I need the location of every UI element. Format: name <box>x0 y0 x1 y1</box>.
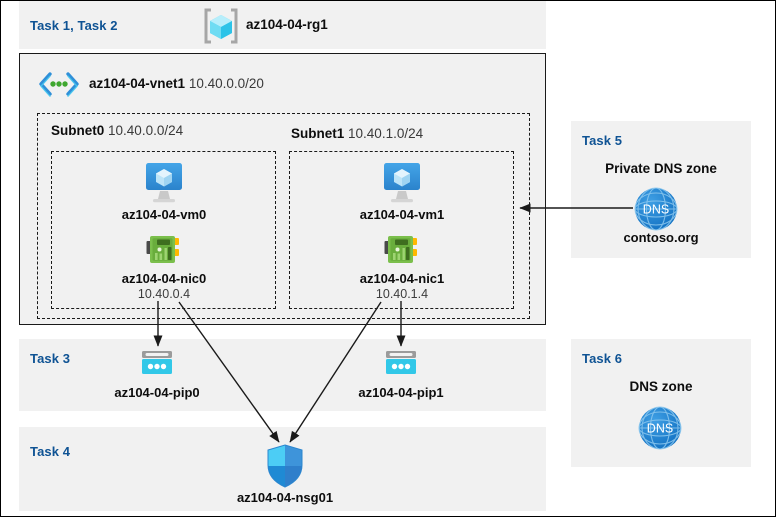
task5-heading: Private DNS zone <box>605 161 717 176</box>
subnet0-box <box>51 151 276 309</box>
pip1-label: az104-04-pip1 <box>321 385 481 401</box>
task-label-5: Task 5 <box>582 133 623 148</box>
vnet-name: az104-04-vnet1 <box>89 76 186 91</box>
svg-text:DNS: DNS <box>647 422 673 436</box>
task3-panel <box>19 339 546 411</box>
resource-group-panel <box>19 1 546 49</box>
task-label-1-2: Task 1, Task 2 <box>30 18 118 33</box>
pip1-name: az104-04-pip1 <box>358 385 444 400</box>
virtual-network-icon <box>37 71 81 97</box>
nic1-name: az104-04-nic1 <box>359 271 445 286</box>
subnet0-cidr: 10.40.0.0/24 <box>108 123 184 138</box>
task-label-6: Task 6 <box>582 351 623 366</box>
subnets-container <box>37 113 530 319</box>
nic0-label: az104-04-nic0 10.40.0.4 <box>84 271 244 302</box>
subnet1-cidr: 10.40.1.0/24 <box>348 126 424 141</box>
subnet0-name: Subnet0 <box>51 123 105 138</box>
vm1-label: az104-04-vm1 <box>322 207 482 223</box>
resource-group-name-text: az104-04-rg1 <box>246 17 328 32</box>
vnet-box <box>19 53 546 325</box>
pip0-name: az104-04-pip0 <box>114 385 200 400</box>
task5-zone-label: contoso.org <box>571 230 751 246</box>
nic0-ip: 10.40.0.4 <box>137 287 191 301</box>
vm0-label: az104-04-vm0 <box>84 207 244 223</box>
svg-text:DNS: DNS <box>643 203 669 217</box>
network-security-group-shield-icon <box>266 444 304 488</box>
vm0-name: az104-04-vm0 <box>121 207 207 222</box>
vnet-header: az104-04-vnet1 10.40.0.0/20 <box>89 76 264 91</box>
public-ip-address-icon <box>384 350 418 380</box>
nsg-label: az104-04-nsg01 <box>205 490 365 506</box>
task-label-3: Task 3 <box>30 351 71 366</box>
network-interface-icon <box>384 235 420 269</box>
subnet1-name: Subnet1 <box>291 126 345 141</box>
public-ip-address-icon <box>140 350 174 380</box>
subnet1-title: Subnet1 10.40.1.0/24 <box>291 126 423 141</box>
nic1-ip: 10.40.1.4 <box>375 287 429 301</box>
network-interface-icon <box>146 235 182 269</box>
subnet0-title: Subnet0 10.40.0.0/24 <box>51 123 183 138</box>
task-label-4: Task 4 <box>30 444 71 459</box>
resource-group-cube-icon <box>201 8 241 44</box>
resource-group-name: az104-04-rg1 <box>246 17 328 32</box>
nsg-name: az104-04-nsg01 <box>236 490 334 505</box>
virtual-machine-icon <box>138 162 190 204</box>
nic1-label: az104-04-nic1 10.40.1.4 <box>322 271 482 302</box>
vm1-name: az104-04-vm1 <box>359 207 445 222</box>
vnet-cidr: 10.40.0.0/20 <box>188 76 264 91</box>
nic0-name: az104-04-nic0 <box>121 271 207 286</box>
pip0-label: az104-04-pip0 <box>77 385 237 401</box>
dns-globe-icon: DNS <box>637 405 683 451</box>
task6-heading: DNS zone <box>629 379 693 394</box>
private-dns-zone-name: contoso.org <box>623 230 699 245</box>
virtual-machine-icon <box>376 162 428 204</box>
dns-globe-icon: DNS <box>633 186 679 232</box>
